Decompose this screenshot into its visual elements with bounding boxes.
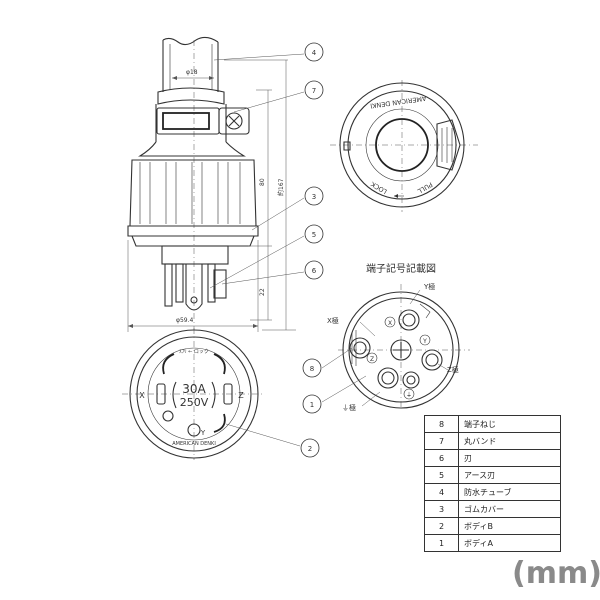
legend-no: 3 xyxy=(424,500,459,518)
terminal-mark-z: Z xyxy=(370,356,374,363)
legend-no: 6 xyxy=(424,449,459,467)
callout-6: 6 xyxy=(304,260,324,280)
legend-no: 7 xyxy=(424,432,459,450)
callout-1: 1 xyxy=(302,394,322,414)
legend-part: アース刃 xyxy=(458,466,561,484)
legend-no: 4 xyxy=(424,483,459,501)
legend-no: 2 xyxy=(424,517,459,535)
callout-7: 7 xyxy=(304,80,324,100)
callout-2: 2 xyxy=(300,438,320,458)
legend-part: 端子ねじ xyxy=(458,415,561,433)
callout-7-label: 7 xyxy=(312,87,316,95)
legend-part: ボディB xyxy=(458,517,561,535)
callout-4-label: 4 xyxy=(312,49,317,57)
legend-no: 8 xyxy=(424,415,459,433)
unit-label: (mm) xyxy=(512,556,600,591)
legend-part: ボディA xyxy=(458,534,561,552)
legend-part: 防水チューブ xyxy=(458,483,561,501)
terminal-mark-earth: ⏚ xyxy=(406,392,412,399)
callout-6-label: 6 xyxy=(312,267,317,275)
top-view xyxy=(330,80,478,212)
legend-no: 1 xyxy=(424,534,459,552)
callout-leaders xyxy=(209,53,367,447)
callout-1-label: 1 xyxy=(310,401,314,409)
rating-current: 30A xyxy=(182,382,206,396)
dim-22: 22 xyxy=(259,288,266,296)
terminal-title: 端子記号記載図 xyxy=(366,262,436,275)
dim-phi18: φ18 xyxy=(186,69,198,76)
side-view xyxy=(127,36,296,332)
face-brand: AMERICAN DENKI xyxy=(172,441,216,447)
rating-voltage: 250V xyxy=(180,396,209,409)
callout-2-label: 2 xyxy=(308,445,312,453)
dim-phi594: φ59.4 xyxy=(176,317,194,324)
callout-3-label: 3 xyxy=(312,193,316,201)
face-mark-x: X xyxy=(139,391,145,400)
x-pole-label: X極 xyxy=(327,316,339,325)
top-lock: LOCK xyxy=(369,180,389,196)
callout-8-label: 8 xyxy=(310,365,314,373)
y-pole-label: Y極 xyxy=(423,282,435,291)
face-mark-z: Z xyxy=(238,391,244,400)
dim-167: 約167 xyxy=(277,178,285,196)
earth-pole-label: ⏚極 xyxy=(342,403,356,412)
legend-part: 刃 xyxy=(458,449,561,467)
callout-5-label: 5 xyxy=(312,231,316,239)
terminal-mark-x: X xyxy=(388,320,392,327)
terminal-view xyxy=(338,284,470,410)
callout-4: 4 xyxy=(304,42,324,62)
callout-8: 8 xyxy=(302,358,322,378)
z-pole-label: Z極 xyxy=(447,365,459,374)
legend-no: 5 xyxy=(424,466,459,484)
legend-part: ゴムカバー xyxy=(458,500,561,518)
dim-80: 80 xyxy=(259,178,266,186)
terminal-mark-y: Y xyxy=(422,338,427,345)
legend-part: 丸バンド xyxy=(458,432,561,450)
face-mark-y: Y xyxy=(200,429,206,437)
callout-5: 5 xyxy=(304,224,324,244)
plug-face-view xyxy=(122,328,262,460)
callout-3: 3 xyxy=(304,186,324,206)
face-lock-text: ｽﾌﾘ ← ロック xyxy=(179,349,209,355)
top-pull: PULL xyxy=(416,180,434,195)
